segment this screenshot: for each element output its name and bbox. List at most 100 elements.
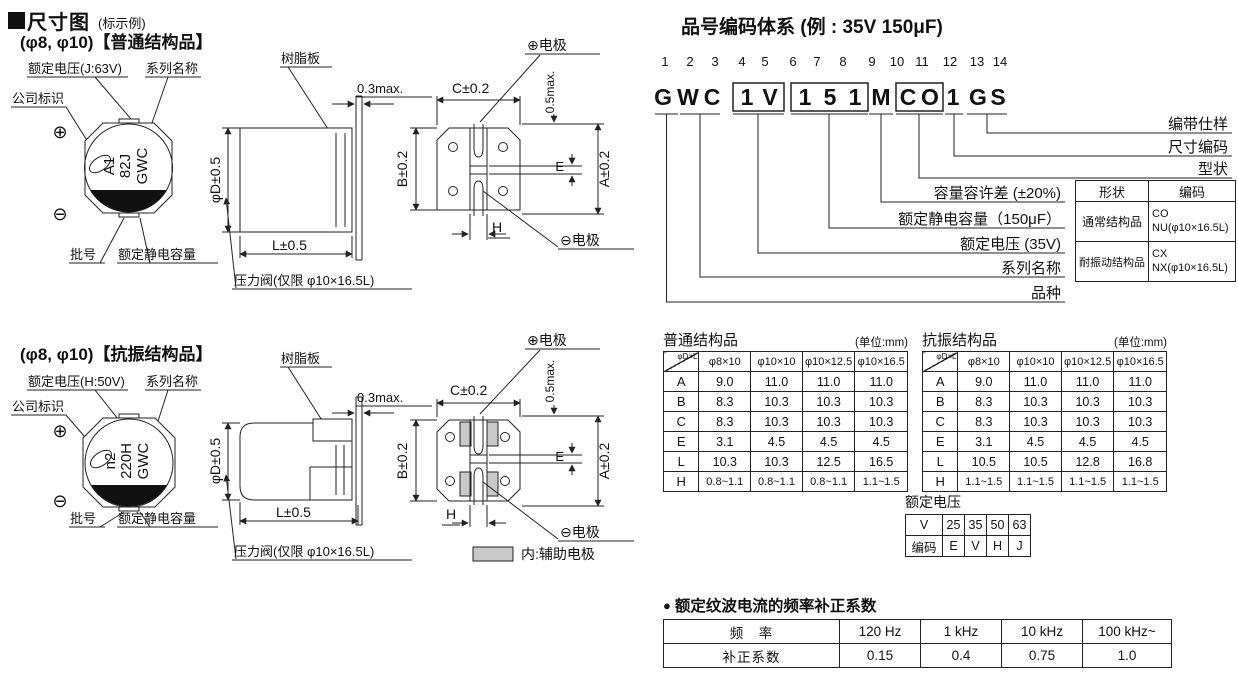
minus-terminal-slot: [473, 180, 484, 216]
marking-lot: A1: [101, 157, 118, 175]
svg-text:13: 13: [970, 54, 984, 69]
cell: 1.0: [1082, 643, 1172, 668]
cell: CX: [1152, 248, 1168, 261]
plus-electrode-label: ⊕电极: [527, 332, 567, 348]
capacitance-label: 额定静电容量: [118, 247, 196, 262]
marking-capacitance-code: 82J: [117, 154, 134, 178]
capacitor-bottom-tab: [118, 212, 140, 218]
dim-phiD: φD±0.5: [207, 157, 223, 204]
col-header: 120 Hz: [839, 619, 921, 644]
dim-H: H: [446, 506, 456, 522]
cell: 4.5: [854, 431, 908, 452]
terminal-face-outline: [436, 127, 521, 211]
svg-text:10: 10: [890, 54, 904, 69]
capacitor-side-body: [239, 127, 353, 233]
cell: 8.3: [957, 391, 1011, 412]
cell: 11.0: [801, 371, 856, 392]
page-title: 尺寸图: [27, 12, 90, 34]
table-unit: (单位:mm): [1113, 337, 1167, 349]
svg-text:M: M: [871, 84, 890, 110]
pressure-valve-label: 压力阀(仅限 φ10×16.5L): [234, 544, 374, 559]
dim-C: C±0.2: [450, 382, 487, 398]
col-header: 形状: [1075, 180, 1149, 202]
part-code-title: 品号编码体系 (例 : 35V 150μF): [681, 17, 943, 38]
company-mark-label: 公司标识: [12, 91, 64, 106]
cell: 1.1~1.5: [1009, 471, 1062, 492]
aux-electrode-legend-swatch: [472, 546, 514, 562]
cell: 10.3: [698, 451, 752, 472]
col-header: φ8×10: [957, 351, 1011, 372]
dim-table-normal-section: 普通结构品 (单位:mm) φD×L φ8×10 φ10×10 φ10×12.5…: [662, 331, 908, 492]
svg-text:6: 6: [789, 54, 796, 69]
col-header: φ10×16.5: [854, 351, 908, 372]
col-header: φ10×10: [1009, 351, 1062, 372]
dim-table-vibration: φD×L φ8×10 φ10×10 φ10×12.5 φ10×16.5 A 9.…: [921, 351, 1167, 492]
cell: 0.4: [920, 643, 1002, 668]
field-label-series: 系列名称: [1001, 260, 1061, 277]
marking-lot: n2: [102, 453, 119, 470]
polarity-mark-segment: [91, 485, 167, 507]
marking-series: GWC: [134, 148, 151, 185]
shape-code-table: 形状 编码 通常结构品 CO NU(φ10×16.5L) 耐振动结构品 CX N…: [1075, 180, 1236, 282]
pressure-valve-label: 压力阀(仅限 φ10×16.5L): [234, 273, 374, 288]
col-header: 10 kHz: [1001, 619, 1083, 644]
field-label-type: 品种: [1031, 285, 1061, 302]
cell: 25: [942, 514, 965, 536]
field-label-voltage: 额定电压 (35V): [960, 236, 1061, 253]
diagram-heading: (φ8, φ10)【抗振结构品】: [20, 344, 212, 364]
table-row: C 8.3 10.3 10.3 10.3: [921, 411, 1167, 432]
col-header: φ8×10: [698, 351, 752, 372]
cell: 0.8~1.1: [698, 471, 752, 492]
cell: V: [964, 535, 987, 557]
table-row: 通常结构品 CO NU(φ10×16.5L): [1075, 201, 1236, 242]
cell: 10.3: [801, 411, 856, 432]
dim-05max: 0.5max.: [543, 360, 557, 403]
table-row: 形状 编码: [1075, 180, 1236, 202]
part-code-positions: 1 2 3 4 5 6 7 8 9 10 11 12 13 14: [661, 54, 1007, 69]
cell: 耐振动结构品: [1075, 241, 1149, 282]
resin-plate-label: 树脂板: [281, 351, 320, 366]
svg-text:8: 8: [839, 54, 846, 69]
dim-05max: 0.5max.: [543, 71, 557, 114]
voltage-code-table: V 25 35 50 63 编码 E V H J: [905, 514, 1031, 557]
capacitor-sleeve: [84, 123, 173, 213]
svg-text:C: C: [900, 84, 917, 110]
section-header: 尺寸图 (标示例): [8, 6, 146, 35]
table-row: L 10.5 10.5 12.8 16.8: [921, 451, 1167, 472]
cell: 8.3: [957, 411, 1011, 432]
plus-polarity-icon: ⊕: [52, 421, 67, 441]
dimension-diagram-vibration: (φ8, φ10)【抗振结构品】 额定电压(H:50V) 系列名称 公司标识 ⊕…: [11, 332, 634, 562]
capacitor-sleeve: [84, 418, 174, 508]
cell: NU(φ10×16.5L): [1152, 221, 1229, 234]
col-header: φ10×10: [750, 351, 803, 372]
cell: 10.3: [750, 451, 803, 472]
svg-text:1: 1: [947, 84, 960, 110]
cell: H: [986, 535, 1009, 557]
aux-electrode-pad: [459, 471, 472, 497]
cell: 10.3: [750, 391, 803, 412]
dim-table-normal: φD×L φ8×10 φ10×10 φ10×12.5 φ10×16.5 A 9.…: [662, 351, 908, 492]
aux-electrode-pad: [459, 421, 472, 447]
cell: CO: [1152, 208, 1169, 221]
cell: 10.3: [1060, 391, 1115, 412]
field-label-shape: 型状: [1198, 161, 1228, 178]
cell: 编码: [905, 535, 943, 557]
part-code-connectors: [666, 114, 1232, 303]
part-code-field-labels: 编带仕样 尺寸编码 型状 容量容许差 (±20%) 额定静电容量（150μF） …: [898, 116, 1228, 302]
svg-text:1: 1: [849, 84, 862, 110]
svg-text:9: 9: [868, 54, 875, 69]
cell: 1.1~1.5: [957, 471, 1011, 492]
cell: 4.5: [801, 431, 856, 452]
voltage-code-section: 额定电压 V 25 35 50 63 编码 E V H J: [905, 492, 1031, 557]
col-header: φ10×12.5: [1060, 351, 1115, 372]
cell: 3.1: [698, 431, 752, 452]
aux-electrode-pad: [486, 421, 499, 447]
capacitor-side-body: [239, 422, 353, 501]
aux-electrode-legend-label: 内:辅助电极: [521, 546, 595, 562]
lot-label: 批号: [70, 511, 96, 526]
table-row: 耐振动结构品 CX NX(φ10×16.5L): [1075, 241, 1236, 282]
svg-text:C: C: [704, 84, 721, 110]
cell: 0.8~1.1: [750, 471, 803, 492]
plus-terminal-slot: [473, 416, 484, 455]
